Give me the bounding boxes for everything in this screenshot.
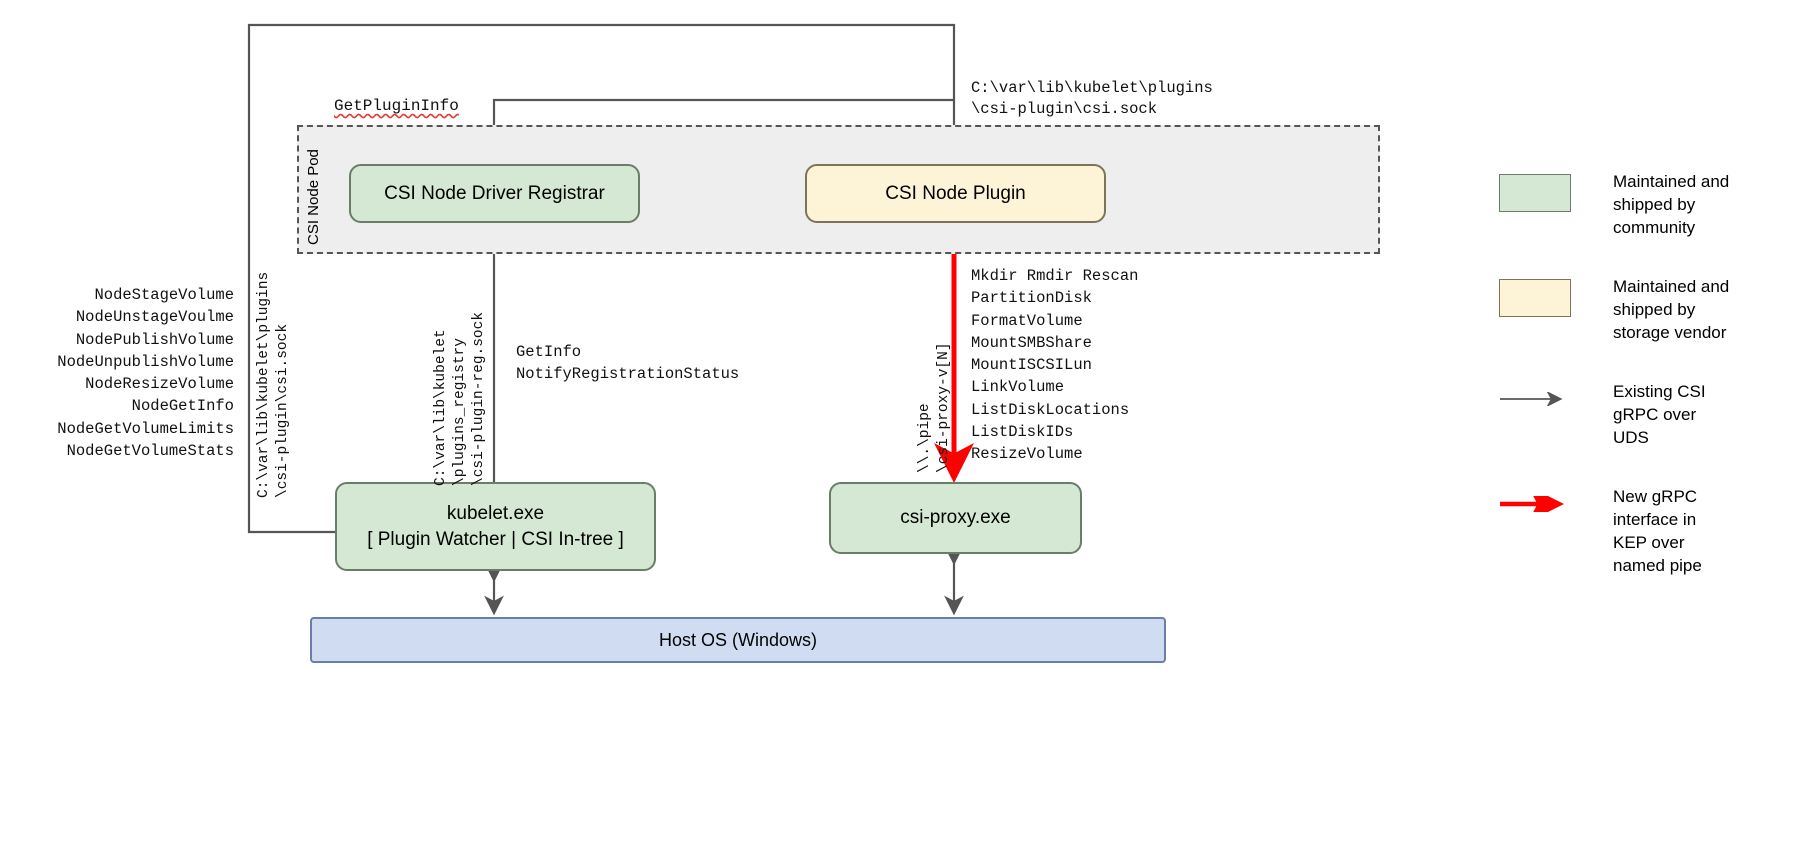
label-registration-operations: GetInfo NotifyRegistrationStatus <box>516 343 740 384</box>
node-kubelet-exe[interactable]: kubelet.exe [ Plugin Watcher | CSI In-tr… <box>335 482 656 571</box>
legend-label: Maintained and shipped by community <box>1613 172 1730 237</box>
legend-item-community: Maintained and shipped by community <box>1499 170 1799 239</box>
legend-label: New gRPC interface in KEP over named pip… <box>1613 487 1702 575</box>
label-vertical-csi-sock-path: C:\var\lib\kubelet\plugins \csi-plugin\c… <box>256 271 291 498</box>
node-csi-node-plugin[interactable]: CSI Node Plugin <box>805 164 1106 223</box>
label-csi-sock-path: C:\var\lib\kubelet\plugins \csi-plugin\c… <box>971 79 1213 118</box>
legend-swatch-green-icon <box>1499 174 1571 212</box>
legend-swatch-yellow-icon <box>1499 279 1571 317</box>
node-label-primary: kubelet.exe <box>446 502 545 524</box>
node-label: Host OS (Windows) <box>658 630 818 650</box>
label-vertical-named-pipe-path: \\.\pipe \csi-proxy-v[N] <box>917 342 952 473</box>
label-vertical-registration-sock-path: C:\var\lib\kubelet \plugins_registry \cs… <box>433 311 487 486</box>
legend-label: Existing CSI gRPC over UDS <box>1613 382 1706 447</box>
node-host-os[interactable]: Host OS (Windows) <box>310 617 1166 663</box>
legend-item-new-grpc-named-pipe: New gRPC interface in KEP over named pip… <box>1499 485 1799 577</box>
node-label: csi-proxy.exe <box>900 507 1011 528</box>
node-csi-proxy-exe[interactable]: csi-proxy.exe <box>829 482 1082 554</box>
legend-gray-arrow-icon <box>1499 380 1571 418</box>
label-node-service-operations: NodeStageVolume NodeUnstageVoulme NodePu… <box>57 286 234 461</box>
legend-item-storage-vendor: Maintained and shipped by storage vendor <box>1499 275 1799 344</box>
node-label: CSI Node Plugin <box>885 182 1026 204</box>
node-csi-node-driver-registrar[interactable]: CSI Node Driver Registrar <box>349 164 640 223</box>
csi-node-pod-label: CSI Node Pod <box>305 149 322 245</box>
node-label: CSI Node Driver Registrar <box>384 182 605 204</box>
label-get-plugin-info: GetPluginInfo <box>334 97 459 115</box>
legend-label: Maintained and shipped by storage vendor <box>1613 277 1730 342</box>
node-label-secondary: [ Plugin Watcher | CSI In-tree ] <box>367 528 624 550</box>
legend-red-arrow-icon <box>1499 485 1571 523</box>
label-csi-proxy-operations: Mkdir Rmdir Rescan PartitionDisk FormatV… <box>971 267 1139 464</box>
legend-item-existing-csi-grpc: Existing CSI gRPC over UDS <box>1499 380 1799 449</box>
legend: Maintained and shipped by community Main… <box>1499 170 1799 613</box>
